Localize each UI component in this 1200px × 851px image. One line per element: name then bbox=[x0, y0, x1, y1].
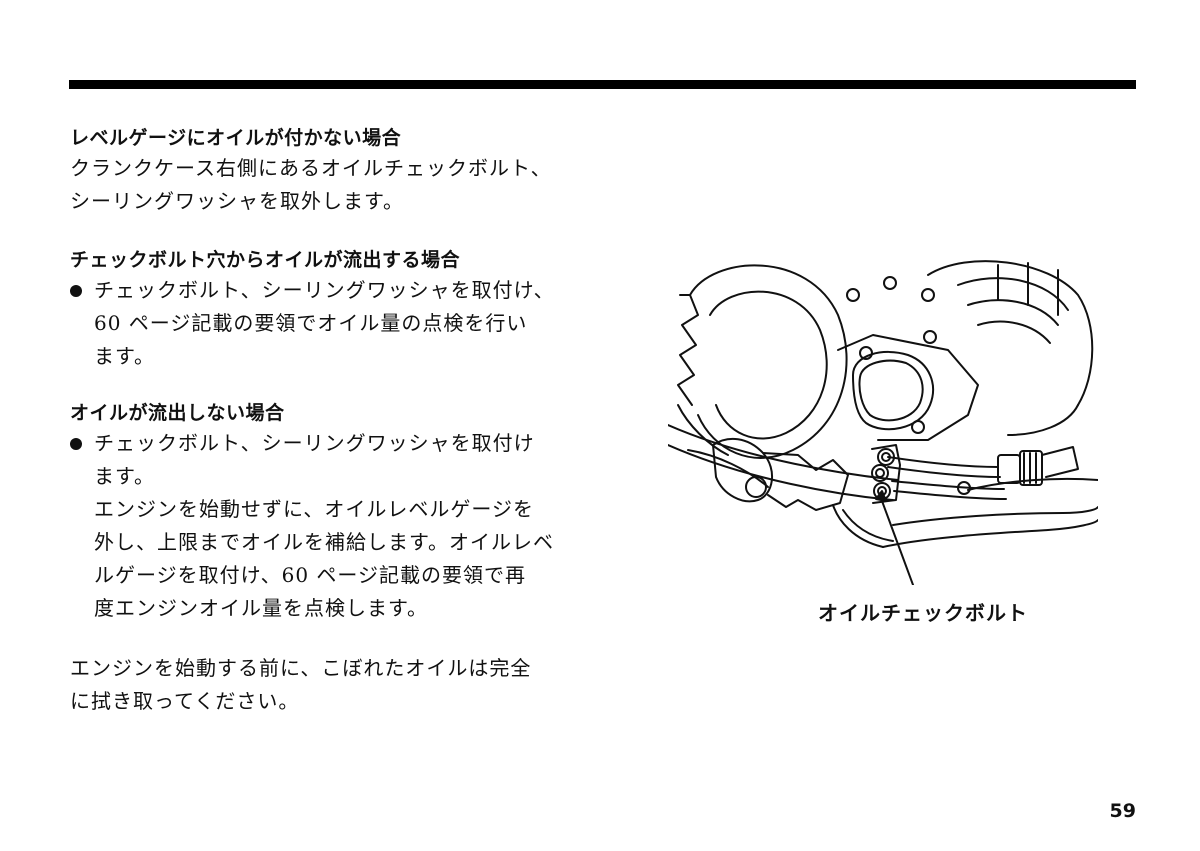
callout-label: オイルチェックボルト bbox=[818, 601, 1028, 625]
paragraph-line: ます。 bbox=[94, 344, 155, 368]
paragraph-line: 60 ページ記載の要領でオイル量の点検を行い bbox=[94, 311, 528, 335]
section-no-oil: レベルゲージにオイルが付かない場合 クランクケース右側にあるオイルチェックボルト… bbox=[70, 124, 590, 218]
paragraph-line: 外し、上限までオイルを補給します。オイルレベ bbox=[94, 530, 554, 554]
paragraph-line: チェックボルト、シーリングワッシャを取付け bbox=[94, 431, 535, 455]
paragraph-line: シーリングワッシャを取外します。 bbox=[70, 189, 404, 213]
paragraph-line: エンジンを始動せずに、オイルレベルゲージを bbox=[94, 497, 534, 521]
engine-illustration bbox=[668, 255, 1098, 585]
paragraph-line: ルゲージを取付け、60 ページ記載の要領で再 bbox=[94, 563, 527, 587]
section-closing: エンジンを始動する前に、こぼれたオイルは完全 に拭き取ってください。 bbox=[70, 652, 590, 718]
paragraph-line: チェックボルト、シーリングワッシャを取付け、 bbox=[94, 278, 555, 302]
section-heading: オイルが流出しない場合 bbox=[70, 402, 285, 424]
paragraph-line: エンジンを始動する前に、こぼれたオイルは完全 bbox=[70, 656, 532, 680]
paragraph-line: ます。 bbox=[94, 464, 155, 488]
paragraph-line: 度エンジンオイル量を点検します。 bbox=[94, 596, 428, 620]
section-heading: レベルゲージにオイルが付かない場合 bbox=[70, 127, 402, 149]
bullet-item: チェックボルト、シーリングワッシャを取付け、 60 ページ記載の要領でオイル量の… bbox=[70, 274, 590, 373]
bullet-icon bbox=[70, 285, 82, 297]
bullet-item: チェックボルト、シーリングワッシャを取付け ます。 エンジンを始動せずに、オイル… bbox=[70, 427, 590, 625]
top-rule bbox=[69, 80, 1136, 89]
paragraph-line: に拭き取ってください。 bbox=[70, 689, 300, 713]
bullet-icon bbox=[70, 438, 82, 450]
paragraph-line: クランクケース右側にあるオイルチェックボルト、 bbox=[70, 156, 552, 180]
page-number: 59 bbox=[1109, 800, 1136, 822]
instructions-column: レベルゲージにオイルが付かない場合 クランクケース右側にあるオイルチェックボルト… bbox=[70, 124, 590, 718]
section-no-flow: オイルが流出しない場合 チェックボルト、シーリングワッシャを取付け ます。 エン… bbox=[70, 399, 590, 625]
section-oil-flows: チェックボルト穴からオイルが流出する場合 チェックボルト、シーリングワッシャを取… bbox=[70, 246, 590, 373]
section-heading: チェックボルト穴からオイルが流出する場合 bbox=[70, 249, 461, 271]
